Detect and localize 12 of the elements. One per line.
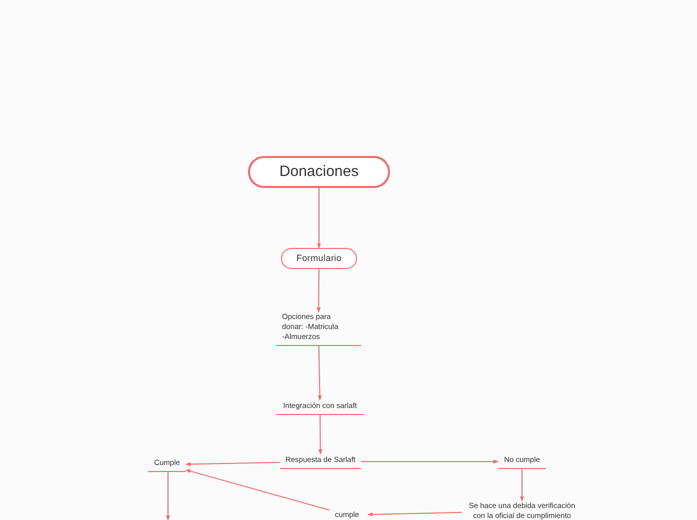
topic-box: Formulario — [281, 248, 357, 269]
arrow — [316, 268, 321, 312]
arrow — [186, 462, 280, 466]
arrow — [318, 414, 322, 454]
arrow — [317, 188, 321, 248]
topic-box: Donaciones — [248, 156, 390, 188]
arrow — [318, 346, 322, 400]
arrow — [360, 460, 498, 464]
arrow — [520, 468, 524, 502]
arrow — [186, 469, 330, 510]
arrow — [368, 512, 462, 516]
arrow — [166, 472, 170, 520]
